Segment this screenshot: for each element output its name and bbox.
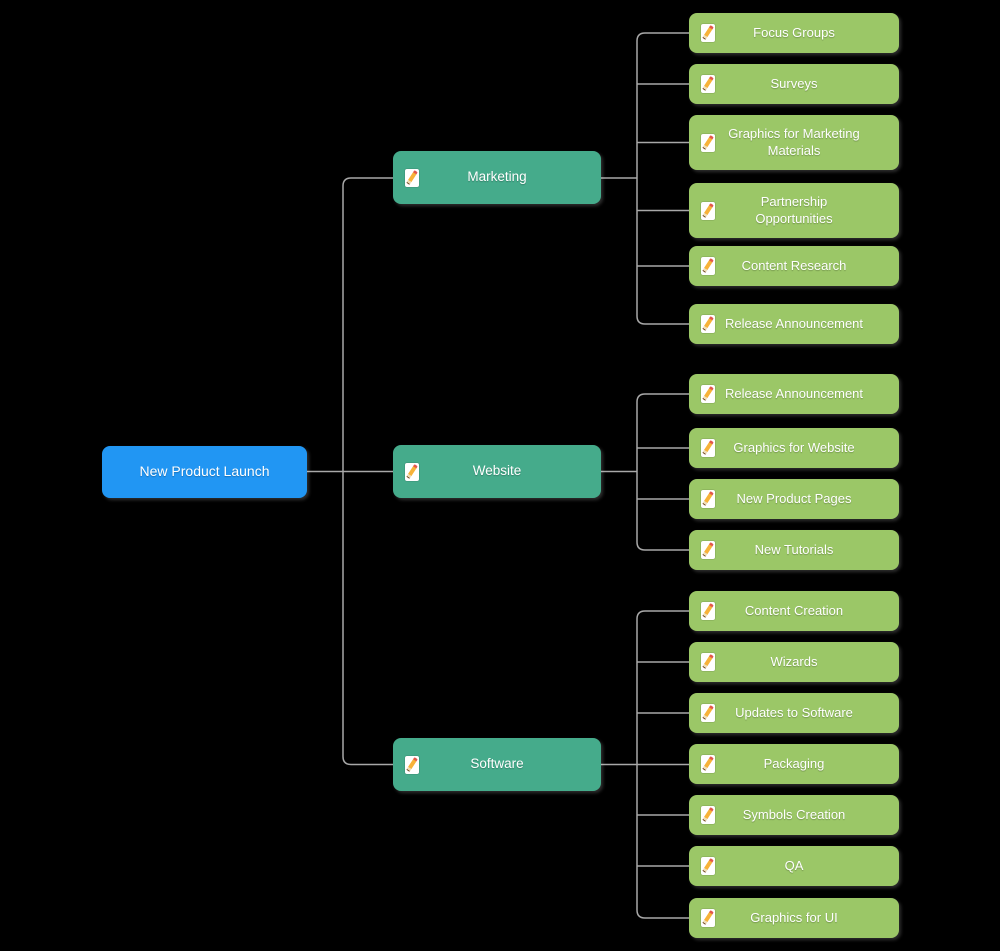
note-pencil-icon	[701, 541, 715, 559]
leaf-partnership-opportunities[interactable]: Partnership Opportunities	[689, 183, 899, 238]
note-pencil-icon	[405, 755, 419, 774]
node-label: Marketing	[467, 169, 527, 185]
note-pencil-icon	[701, 315, 715, 333]
note-pencil-icon	[701, 201, 715, 220]
note-pencil-icon	[701, 909, 715, 927]
leaf-graphics-for-website[interactable]: Graphics for Website	[689, 428, 899, 468]
node-label: QA	[784, 857, 804, 873]
node-label: Content Research	[741, 257, 847, 273]
node-label: Wizards	[770, 653, 818, 669]
node-label: Release Announcement	[724, 385, 864, 401]
branch-marketing[interactable]: Marketing	[393, 151, 601, 204]
node-label: Release Announcement	[724, 315, 864, 331]
node-label: Symbols Creation	[742, 806, 846, 822]
node-label: Software	[470, 756, 524, 772]
leaf-graphics-for-marketing-materials[interactable]: Graphics for Marketing Materials	[689, 115, 899, 170]
node-label: Surveys	[770, 75, 818, 91]
branch-software[interactable]: Software	[393, 738, 601, 791]
node-label: New Product Launch	[139, 463, 270, 480]
note-pencil-icon	[701, 857, 715, 875]
leaf-surveys[interactable]: Surveys	[689, 64, 899, 104]
note-pencil-icon	[701, 75, 715, 93]
note-pencil-icon	[701, 24, 715, 42]
note-pencil-icon	[701, 385, 715, 403]
node-label: Graphics for Marketing Materials	[728, 126, 860, 158]
node-label: Graphics for UI	[750, 909, 838, 925]
leaf-content-creation[interactable]: Content Creation	[689, 591, 899, 631]
note-pencil-icon	[701, 257, 715, 275]
leaf-symbols-creation[interactable]: Symbols Creation	[689, 795, 899, 835]
node-label: Partnership Opportunities	[755, 194, 833, 226]
leaf-wizards[interactable]: Wizards	[689, 642, 899, 682]
leaf-packaging[interactable]: Packaging	[689, 744, 899, 784]
leaf-graphics-for-ui[interactable]: Graphics for UI	[689, 898, 899, 938]
branch-website[interactable]: Website	[393, 445, 601, 498]
note-pencil-icon	[701, 806, 715, 824]
node-label: Focus Groups	[753, 24, 835, 40]
note-pencil-icon	[701, 602, 715, 620]
node-label: Updates to Software	[735, 704, 853, 720]
note-pencil-icon	[701, 704, 715, 722]
note-pencil-icon	[405, 462, 419, 481]
node-label: Graphics for Website	[733, 439, 855, 455]
node-label: Content Creation	[744, 602, 844, 618]
node-label: New Product Pages	[736, 490, 852, 506]
leaf-focus-groups[interactable]: Focus Groups	[689, 13, 899, 53]
note-pencil-icon	[405, 168, 419, 187]
leaf-release-announcement-website[interactable]: Release Announcement	[689, 374, 899, 414]
note-pencil-icon	[701, 653, 715, 671]
leaf-new-product-pages[interactable]: New Product Pages	[689, 479, 899, 519]
note-pencil-icon	[701, 133, 715, 152]
node-label: New Tutorials	[754, 541, 834, 557]
node-new-product-launch[interactable]: New Product Launch	[102, 446, 307, 498]
leaf-content-research[interactable]: Content Research	[689, 246, 899, 286]
leaf-release-announcement-marketing[interactable]: Release Announcement	[689, 304, 899, 344]
note-pencil-icon	[701, 490, 715, 508]
note-pencil-icon	[701, 755, 715, 773]
leaf-new-tutorials[interactable]: New Tutorials	[689, 530, 899, 570]
note-pencil-icon	[701, 439, 715, 457]
node-label: Website	[472, 463, 522, 479]
leaf-updates-to-software[interactable]: Updates to Software	[689, 693, 899, 733]
node-label: Packaging	[763, 755, 825, 771]
leaf-qa[interactable]: QA	[689, 846, 899, 886]
